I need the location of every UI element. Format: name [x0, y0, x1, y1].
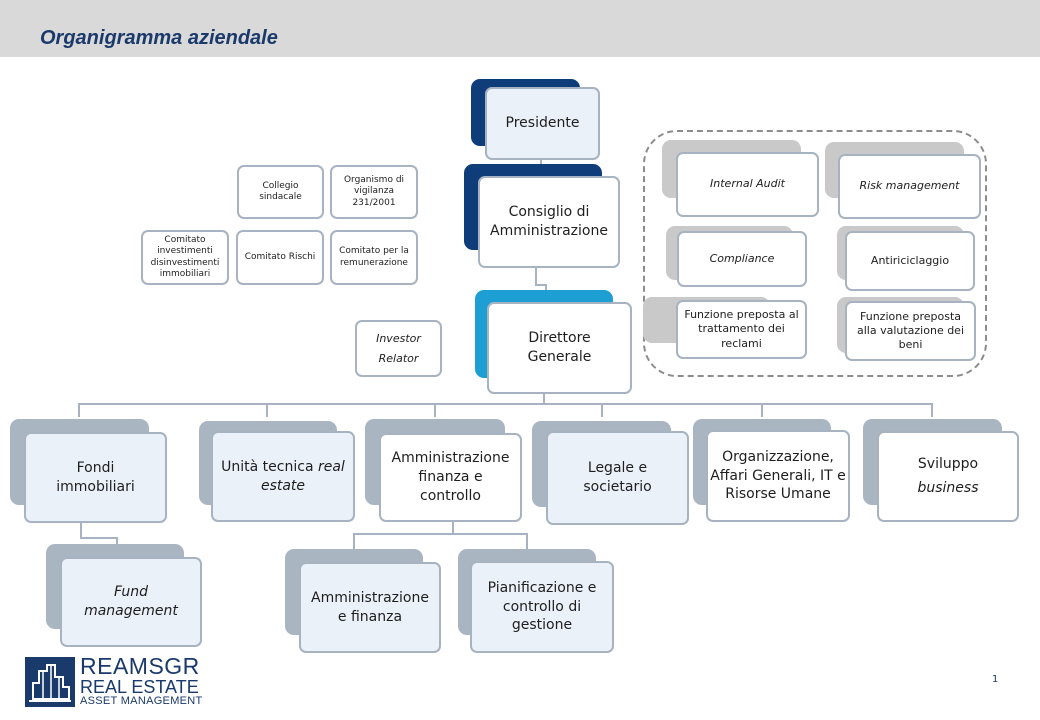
- sviluppo-text: Sviluppo business: [917, 453, 978, 501]
- internal-audit-label: Internal Audit: [710, 177, 785, 191]
- afc-box: Amministrazione finanza e controllo: [379, 433, 522, 522]
- unita-tecnica-text: Unità tecnica real estate: [218, 458, 348, 496]
- comitato-rischi-box: Comitato Rischi: [236, 230, 324, 285]
- antiriciclaggio-label: Antiriciclaggio: [870, 253, 950, 267]
- logo-line-1: REAMSGR: [80, 653, 200, 679]
- connector-line: [761, 403, 763, 417]
- organismo-box: Organismo di vigilanza 231/2001: [330, 165, 418, 219]
- risk-management-box: Risk management: [838, 154, 981, 219]
- compliance-box: Compliance: [677, 231, 807, 287]
- organizzazione-label: Organizzazione, Affari Generali, IT e Ri…: [710, 448, 846, 503]
- amministrazione-finanza-label: Amministrazione e finanza: [311, 589, 429, 625]
- comitato-investimenti-box: Comitato investimenti disinvestimenti im…: [141, 230, 229, 285]
- fund-management-label: Fund management: [84, 584, 178, 619]
- connector-line: [434, 403, 436, 417]
- internal-audit-box: Internal Audit: [676, 152, 819, 217]
- consiglio-label: Consiglio di Amministrazione: [490, 204, 608, 239]
- connector-line: [266, 403, 268, 417]
- connector-line: [80, 537, 118, 539]
- connector-line: [78, 403, 80, 417]
- collegio-label: Collegio sindacale: [259, 180, 302, 202]
- comitato-remunerazione-label: Comitato per la remunerazione: [339, 246, 409, 268]
- building-logo-icon: [25, 657, 75, 707]
- valutazione-label: Funzione preposta alla valutazione dei b…: [856, 309, 965, 352]
- collegio-box: Collegio sindacale: [237, 165, 324, 219]
- investor-relator-box: Investor Relator: [355, 320, 442, 377]
- connector-line: [543, 392, 545, 404]
- fund-management-box: Fund management: [60, 557, 202, 647]
- legale-label: Legale e societario: [583, 460, 652, 495]
- investor-relator-label: Investor Relator: [376, 331, 421, 365]
- presidente-box: Presidente: [485, 87, 600, 160]
- connector-line: [601, 403, 603, 417]
- unita-tecnica-emphasis: real estate: [260, 458, 345, 494]
- valutazione-box: Funzione preposta alla valutazione dei b…: [845, 301, 976, 361]
- sviluppo-label: Sviluppo: [917, 455, 979, 472]
- compliance-label: Compliance: [709, 251, 775, 265]
- fondi-label: Fondi immobiliari: [56, 459, 135, 495]
- logo-line-2: REAL ESTATE: [80, 677, 199, 697]
- sviluppo-box: Sviluppo business: [877, 431, 1019, 522]
- unita-tecnica-label: Unità tecnica: [221, 458, 314, 475]
- connector-line: [80, 521, 82, 539]
- consiglio-box: Consiglio di Amministrazione: [478, 176, 620, 268]
- direttore-box: Direttore Generale: [487, 302, 632, 394]
- page-number: 1: [992, 674, 999, 685]
- connector-line: [452, 521, 454, 535]
- connector-line: [931, 403, 933, 417]
- logo-line-3: ASSET MANAGEMENT: [80, 695, 203, 707]
- presidente-label: Presidente: [505, 115, 580, 132]
- afc-label: Amministrazione finanza e controllo: [391, 450, 510, 504]
- organismo-label: Organismo di vigilanza 231/2001: [343, 175, 405, 208]
- company-logo-text: REAMSGR REAL ESTATE ASSET MANAGEMENT: [80, 655, 203, 707]
- connector-line: [353, 533, 528, 535]
- pianificazione-label: Pianificazione e controllo di gestione: [487, 579, 597, 634]
- direttore-label: Direttore Generale: [527, 330, 592, 365]
- antiriciclaggio-box: Antiriciclaggio: [845, 231, 975, 291]
- unita-tecnica-box: Unità tecnica real estate: [211, 431, 355, 522]
- reclami-label: Funzione preposta al trattamento dei rec…: [684, 308, 799, 350]
- pianificazione-box: Pianificazione e controllo di gestione: [470, 561, 614, 653]
- header-bar: [0, 0, 1040, 57]
- connector-line: [535, 266, 537, 286]
- sviluppo-emphasis: business: [917, 479, 979, 496]
- comitato-remunerazione-box: Comitato per la remunerazione: [330, 230, 418, 285]
- risk-management-label: Risk management: [859, 179, 960, 193]
- organizzazione-box: Organizzazione, Affari Generali, IT e Ri…: [706, 430, 850, 522]
- connector-line: [353, 533, 355, 549]
- connector-line: [535, 284, 547, 286]
- comitato-investimenti-label: Comitato investimenti disinvestimenti im…: [150, 235, 220, 279]
- page-title: Organigramma aziendale: [40, 27, 278, 49]
- fondi-box: Fondi immobiliari: [24, 432, 167, 523]
- comitato-rischi-label: Comitato Rischi: [244, 251, 316, 262]
- control-functions-group: [643, 130, 987, 377]
- connector-line: [78, 403, 933, 405]
- reclami-box: Funzione preposta al trattamento dei rec…: [676, 300, 807, 359]
- legale-box: Legale e societario: [546, 431, 689, 525]
- amministrazione-finanza-box: Amministrazione e finanza: [299, 562, 441, 653]
- connector-line: [545, 284, 547, 294]
- connector-line: [526, 533, 528, 549]
- connector-line: [116, 537, 118, 545]
